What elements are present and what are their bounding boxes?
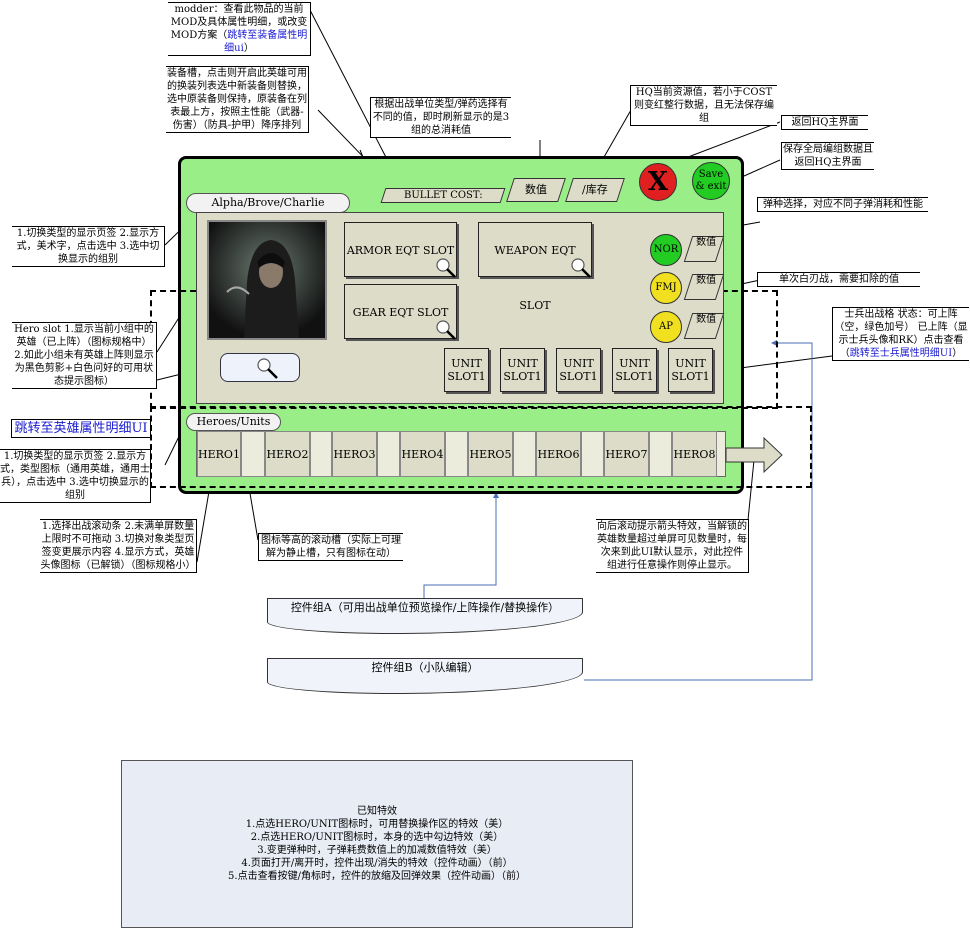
note-modder: modder：查看此物品的当前MOD及具体属性明细，或改变MOD方案（跳转至装备… (168, 2, 311, 56)
weapon-slot-label: WEAPON EQT SLOT (494, 244, 576, 312)
stock-value: /库存 (565, 178, 625, 202)
scroll-gap (581, 431, 604, 477)
hero-icon[interactable]: HERO4 (400, 431, 445, 477)
note-tab-switch-1: 1.切换类型的显示页签 2.显示方式，美术字，点击选中 3.选中切换显示的组别 (12, 226, 165, 267)
known-effects-title: 已知特效 (357, 806, 397, 817)
group-a-dashed-frame (150, 406, 812, 488)
known-effect-item: 5.点击查看按键/角标时，控件的放缩及回弹效果（控件动画）（前） (228, 871, 526, 882)
magnifier-icon[interactable] (569, 256, 593, 280)
note-save-exit: 保存全局编组数据且返回HQ主界面 (781, 142, 874, 170)
unit-slot[interactable]: UNIT SLOT1 (668, 348, 713, 392)
note-hero-slot: Hero slot 1.显示当前小组中的英雄（已上阵）（图标规格中） 2.如此小… (12, 322, 157, 389)
hero-icon[interactable]: HERO1 (197, 431, 241, 477)
scroll-gap (310, 431, 332, 477)
unit-slot[interactable]: UNIT SLOT1 (556, 348, 601, 392)
note-hq-resource: HQ当前资源值，若小于COST则变红整行数据，且无法保存编组 (630, 85, 777, 126)
hero-icon[interactable]: HERO3 (332, 431, 377, 477)
hero-slot-portrait[interactable] (207, 220, 327, 340)
scroll-gap (649, 431, 672, 477)
gear-slot[interactable]: GEAR EQT SLOT (344, 284, 458, 342)
known-effects-box: 已知特效 1.点选HERO/UNIT图标时，可用替换操作区的特效（美） 2.点选… (121, 760, 633, 928)
scroll-right-arrow-icon[interactable] (724, 436, 786, 474)
magnifier-icon (257, 358, 278, 379)
hooded-hero-icon (209, 222, 325, 338)
scroll-gap (513, 431, 536, 477)
magnifier-icon[interactable] (434, 318, 458, 342)
ammo-ap-button[interactable]: AP (650, 311, 682, 343)
armor-slot[interactable]: ARMOR EQT SLOT (344, 222, 458, 280)
note-return-hq: 返回HQ主界面 (781, 115, 868, 130)
link-hero-detail[interactable]: 跳转至英雄属性明细UI (11, 419, 151, 438)
save-exit-button[interactable]: Save & exit (692, 162, 730, 200)
note-scroll-arrow: 向后滚动提示箭头特效，当解锁的英雄数量超过单屏可见数量时，每次来到此UI默认显示… (596, 519, 749, 573)
close-button[interactable]: X (639, 163, 677, 201)
known-effect-item: 4.页面打开/离开时，控件出现/消失的特效（控件动画）（前） (241, 858, 513, 869)
group-tab[interactable]: Alpha/Brove/Charlie (186, 193, 350, 213)
hero-icon[interactable]: HERO6 (536, 431, 581, 477)
unit-slot[interactable]: UNIT SLOT1 (444, 348, 489, 392)
scroll-gap (241, 431, 265, 477)
bullet-value: 数值 (506, 178, 566, 202)
heroes-units-tab[interactable]: Heroes/Units (186, 413, 281, 431)
group-b-label: 控件组B（小队编辑） (267, 658, 583, 694)
weapon-slot[interactable]: WEAPON EQT SLOT (478, 222, 593, 312)
note-scroll-slot: 图标等高的滚动槽（实际上可理解为静止槽，只有图标在动） (258, 533, 403, 561)
hero-icon[interactable]: HERO2 (265, 431, 310, 477)
known-effect-item: 2.点选HERO/UNIT图标时，本身的选中勾边特效（美） (250, 832, 504, 843)
note-bullet-cost: 根据出战单位类型/弹药选择有不同的值，即时刷新显示的是3组的总消耗值 (370, 97, 511, 138)
magnifier-icon[interactable] (434, 256, 458, 280)
note-scroll-bar: 1.选择出战滚动条 2.未满单屏数量上限时不可拖动 3.切换对象类型页签变更展示… (40, 519, 197, 573)
hero-icon[interactable]: HERO5 (468, 431, 513, 477)
ammo-nor-button[interactable]: NOR (650, 234, 682, 266)
scroll-gap (377, 431, 400, 477)
note-ammo-select: 弹种选择，对应不同子弹消耗和性能 (757, 197, 928, 212)
unit-slot[interactable]: UNIT SLOT1 (500, 348, 545, 392)
ammo-fmj-button[interactable]: FMJ (650, 272, 682, 304)
scroll-gap (445, 431, 468, 477)
unit-slot[interactable]: UNIT SLOT1 (612, 348, 657, 392)
known-effect-item: 3.变更弹种时，子弹耗费数值上的加减数值特效（美） (257, 845, 497, 856)
hero-detail-button[interactable] (220, 353, 300, 382)
gear-slot-label: GEAR EQT SLOT (352, 306, 449, 319)
hero-icon[interactable]: HERO7 (604, 431, 649, 477)
armor-slot-label: ARMOR EQT SLOT (346, 244, 455, 257)
note-tab-switch-2: 1.切换类型的显示页签 2.显示方式，类型图标（通用英雄，通用士兵），点击选中 … (0, 449, 151, 503)
note-soldier-status: 士兵出战格 状态：可上阵（空，绿色加号） 已上阵（显示士兵头像和RK）点击查看（… (832, 307, 969, 361)
hero-icon[interactable]: HERO8 (672, 431, 717, 477)
note-equip-slot: 装备槽，点击则开启此英雄可用的换装列表选中新装备则替换，选中原装备则保持，原装备… (166, 66, 309, 133)
note-melee: 单次白刃战，需要扣除的值 (757, 272, 920, 287)
bullet-cost-label: BULLET COST: (380, 188, 506, 203)
known-effect-item: 1.点选HERO/UNIT图标时，可用替换操作区的特效（美） (245, 819, 509, 830)
